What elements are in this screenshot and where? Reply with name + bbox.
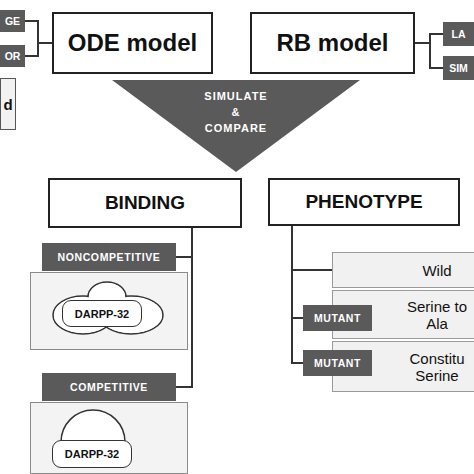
connector-line — [176, 228, 192, 257]
protein-box: DARPP-32 — [62, 300, 142, 327]
connector-line — [292, 226, 303, 363]
node-label: DARPP-32 — [75, 308, 129, 320]
node-label: PHENOTYPE — [305, 191, 422, 213]
node-label: MUTANT — [314, 312, 361, 324]
node-label: Constitu Serine — [406, 350, 468, 384]
node-label: Wild — [406, 262, 468, 279]
process-box: RB model — [250, 12, 415, 74]
ligand-dome — [61, 410, 125, 442]
group-panel: COMPETITIVE DARPP-32 — [30, 373, 176, 474]
connector-line — [415, 43, 443, 68]
node-label: d — [3, 96, 12, 113]
side-box: d — [0, 78, 16, 130]
side-tab-box: LA — [443, 22, 474, 46]
node-label: BINDING — [105, 192, 185, 214]
panel-tab-label: COMPETITIVE — [42, 373, 176, 401]
side-tab-box: OR — [0, 45, 25, 67]
connector-line — [25, 43, 52, 56]
group-panel: NONCOMPETITIVE DARPP-32 — [30, 243, 176, 350]
node-label: OR — [5, 50, 21, 62]
node-label: LA — [452, 28, 466, 40]
mutant-tab: MUTANT — [303, 350, 372, 376]
node-label: RB model — [276, 29, 388, 57]
connector-line — [292, 226, 332, 270]
connector-line — [292, 226, 303, 318]
side-tab-box: SIM — [443, 56, 474, 80]
node-label: SIM — [449, 62, 468, 74]
side-tab-box: GE — [0, 10, 25, 32]
node-label: ODE model — [68, 29, 197, 57]
triangle-fill — [112, 80, 360, 172]
panel-tab-label: NONCOMPETITIVE — [42, 243, 176, 271]
node-label: GE — [5, 15, 20, 27]
protein-box: DARPP-32 — [52, 440, 132, 468]
node-label: DARPP-32 — [65, 448, 119, 460]
connector-line — [25, 21, 52, 43]
process-triangle: SIMULATE & COMPARE — [112, 80, 360, 172]
node-label: MUTANT — [314, 357, 361, 369]
process-box: BINDING — [48, 178, 242, 228]
node-label: Serine to Ala — [406, 298, 468, 332]
mutant-tab: MUTANT — [303, 305, 372, 331]
node-label: SIMULATE & COMPARE — [204, 88, 267, 136]
connector-line — [415, 34, 443, 43]
process-box: ODE model — [52, 12, 213, 74]
process-box: PHENOTYPE — [268, 178, 460, 226]
phenotype-row: Wild — [332, 252, 474, 288]
